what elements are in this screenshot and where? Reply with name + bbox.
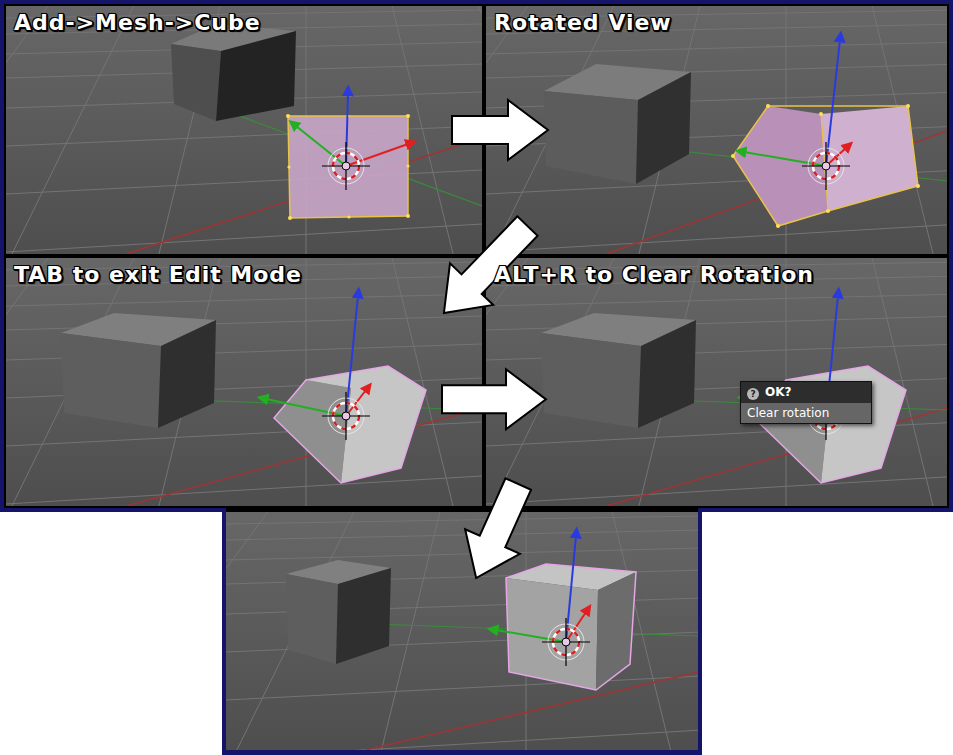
viewport-panel [6,258,482,506]
viewport-panel [6,258,482,506]
cube [61,313,216,428]
cube [286,560,391,664]
viewport-background [486,6,947,254]
cube [158,320,216,428]
popup-menu: ? OK? Clear rotation [740,381,872,424]
transform-gizmo [744,40,846,166]
viewport-panel [486,258,947,506]
transform-gizmo [296,126,346,166]
menu-item: Clear rotation [747,406,829,420]
selected-plane [406,164,409,167]
cube [544,91,638,184]
screenshot-panel: ALT+R to Clear Rotation? OK? Clear rotatio… [486,258,947,506]
selected-folded-plane [819,112,823,116]
cleared-cube [596,572,636,690]
menu-title-row: ? OK? [741,382,871,403]
viewport-panel [802,142,850,190]
step-caption: Rotated View [494,10,672,36]
transform-gizmo [826,40,840,166]
viewport-panel [6,6,482,254]
step-arrow [452,100,548,160]
x-axis-line [366,672,698,750]
selected-folded-plane [916,184,920,188]
rotated-cube [274,380,351,483]
panel-dividers [226,508,698,512]
selected-plane [406,114,410,118]
viewport-panel [226,512,698,750]
cube [286,574,338,664]
viewport-panel [486,6,947,254]
selected-folded-plane [776,224,780,228]
step-caption: Add->Mesh->Cube [14,10,261,36]
viewport-panel [486,6,947,254]
bottom-frame [222,508,702,755]
selected-folded-plane [766,104,770,108]
viewport-background [6,258,482,506]
transform-gizmo [346,144,408,166]
viewport-background [6,6,482,254]
selected-folded-plane [731,104,920,228]
viewport-panel [322,142,370,190]
viewport-panel [542,618,590,666]
viewport-panel [486,258,947,506]
viewport-background [226,512,698,750]
viewport-panel [226,512,698,750]
screenshot-panel: Add->Mesh->Cube [6,6,482,254]
transform-gizmo [266,296,366,416]
rotated-cube [306,366,426,483]
help-icon: ? [747,388,759,400]
cube [336,568,391,664]
outer-frame [0,0,953,512]
panel-dividers [4,4,949,508]
viewport-background [486,258,947,506]
viewport-panel [6,6,482,254]
menu-item-row: Clear rotation [741,403,871,423]
cube [638,320,696,428]
selected-plane [288,216,292,220]
cube [61,333,161,428]
menu-title: OK? [765,385,791,399]
screenshot-panel: TAB to exit Edit Mode [6,258,482,506]
cube [636,72,691,184]
selected-plane [347,215,350,218]
cube [171,24,296,121]
screenshot-panel [226,512,698,750]
selected-plane [287,165,290,168]
cube [216,31,296,121]
cube [171,44,221,121]
screenshot-panel: Rotated View [486,6,947,254]
selected-folded-plane [906,104,910,108]
step-caption: ALT+R to Clear Rotation [494,262,814,288]
cube [544,64,691,184]
selected-plane [286,114,290,118]
selected-plane [406,214,410,218]
step-arrow [465,478,531,578]
viewport-panel [322,392,370,440]
transform-gizmo [496,536,586,642]
selected-plane [288,116,408,218]
selected-folded-plane [826,209,830,213]
step-arrow [442,369,546,429]
cube [541,313,696,428]
selected-folded-plane [731,104,920,228]
step-caption: TAB to exit Edit Mode [14,262,302,288]
cube [541,333,641,428]
selected-folded-plane [733,106,918,226]
selected-folded-plane [731,154,735,158]
